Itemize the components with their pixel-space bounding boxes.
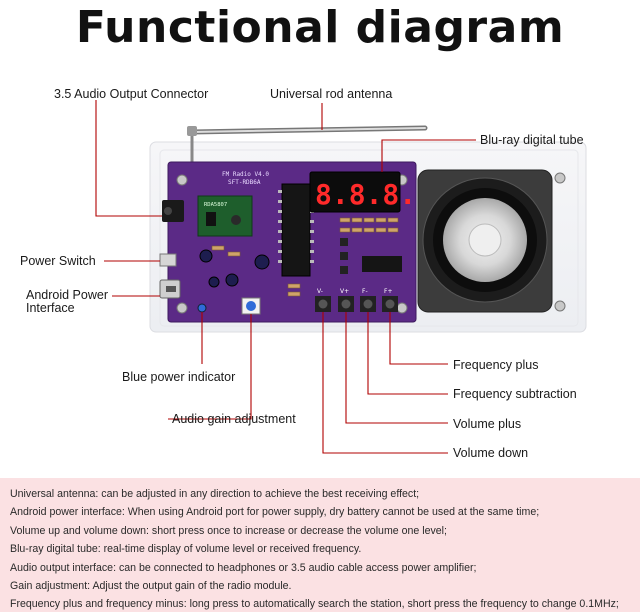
blue-led (197, 303, 207, 313)
leader-lines (95, 100, 476, 454)
svg-text:F-: F- (362, 288, 368, 295)
info-line: Audio output interface: can be connected… (10, 561, 477, 574)
digital-tube (309, 171, 401, 213)
label-bluray-tube: Blu-ray digital tube (480, 133, 584, 147)
svg-text:RDA5807: RDA5807 (204, 202, 227, 208)
svg-text:V-: V- (317, 288, 323, 295)
diagram-title: Functional diagram (75, 2, 565, 53)
audio-jack (162, 200, 184, 222)
label-freq-plus: Frequency plus (453, 358, 539, 372)
digital-tube-digits: 8.8.8.8 (315, 178, 433, 211)
label-audio-gain: Audio gain adjustment (172, 412, 296, 426)
label-vol-down: Volume down (453, 446, 529, 460)
speaker (417, 169, 553, 313)
main-ic (281, 183, 311, 277)
power-switch-part (159, 253, 177, 267)
buttons (315, 296, 398, 312)
info-line: Gain adjustment: Adjust the output gain … (10, 580, 292, 593)
label-power-switch: Power Switch (20, 254, 96, 268)
label-audio-output: 3.5 Audio Output Connector (54, 87, 209, 101)
board-model: SFT-RDB6A (228, 179, 261, 186)
label-android-power-1: Android Power (26, 288, 108, 302)
info-line: Frequency plus and frequency minus: long… (10, 598, 619, 611)
resistors (211, 217, 399, 297)
label-vol-plus: Volume plus (453, 417, 522, 431)
radio-diagram: FM Radio V4.0 SFT-RDB6A RDA5807 8.8.8.8 (95, 100, 587, 454)
label-antenna: Universal rod antenna (270, 87, 393, 101)
acrylic-inner (159, 149, 579, 327)
label-android-power-2: Interface (26, 301, 75, 315)
svg-text:F+: F+ (384, 288, 392, 295)
capacitors (199, 249, 270, 288)
transistors (340, 238, 348, 274)
label-freq-sub: Frequency subtraction (453, 387, 577, 401)
board-version: FM Radio V4.0 (222, 171, 269, 178)
info-line: Blu-ray digital tube: real-time display … (10, 543, 362, 556)
info-line: Volume up and volume down: short press o… (10, 524, 447, 537)
info-line: Universal antenna: can be adjusted in an… (10, 488, 420, 500)
gain-potentiometer (241, 297, 261, 315)
driver-ic (362, 256, 402, 272)
label-blue-indicator: Blue power indicator (122, 370, 236, 384)
svg-text:V+: V+ (340, 288, 349, 295)
info-line: Android power interface: When using Andr… (10, 506, 540, 519)
radio-module (197, 195, 253, 237)
info-panel: Universal antenna: can be adjusted in an… (0, 478, 640, 612)
